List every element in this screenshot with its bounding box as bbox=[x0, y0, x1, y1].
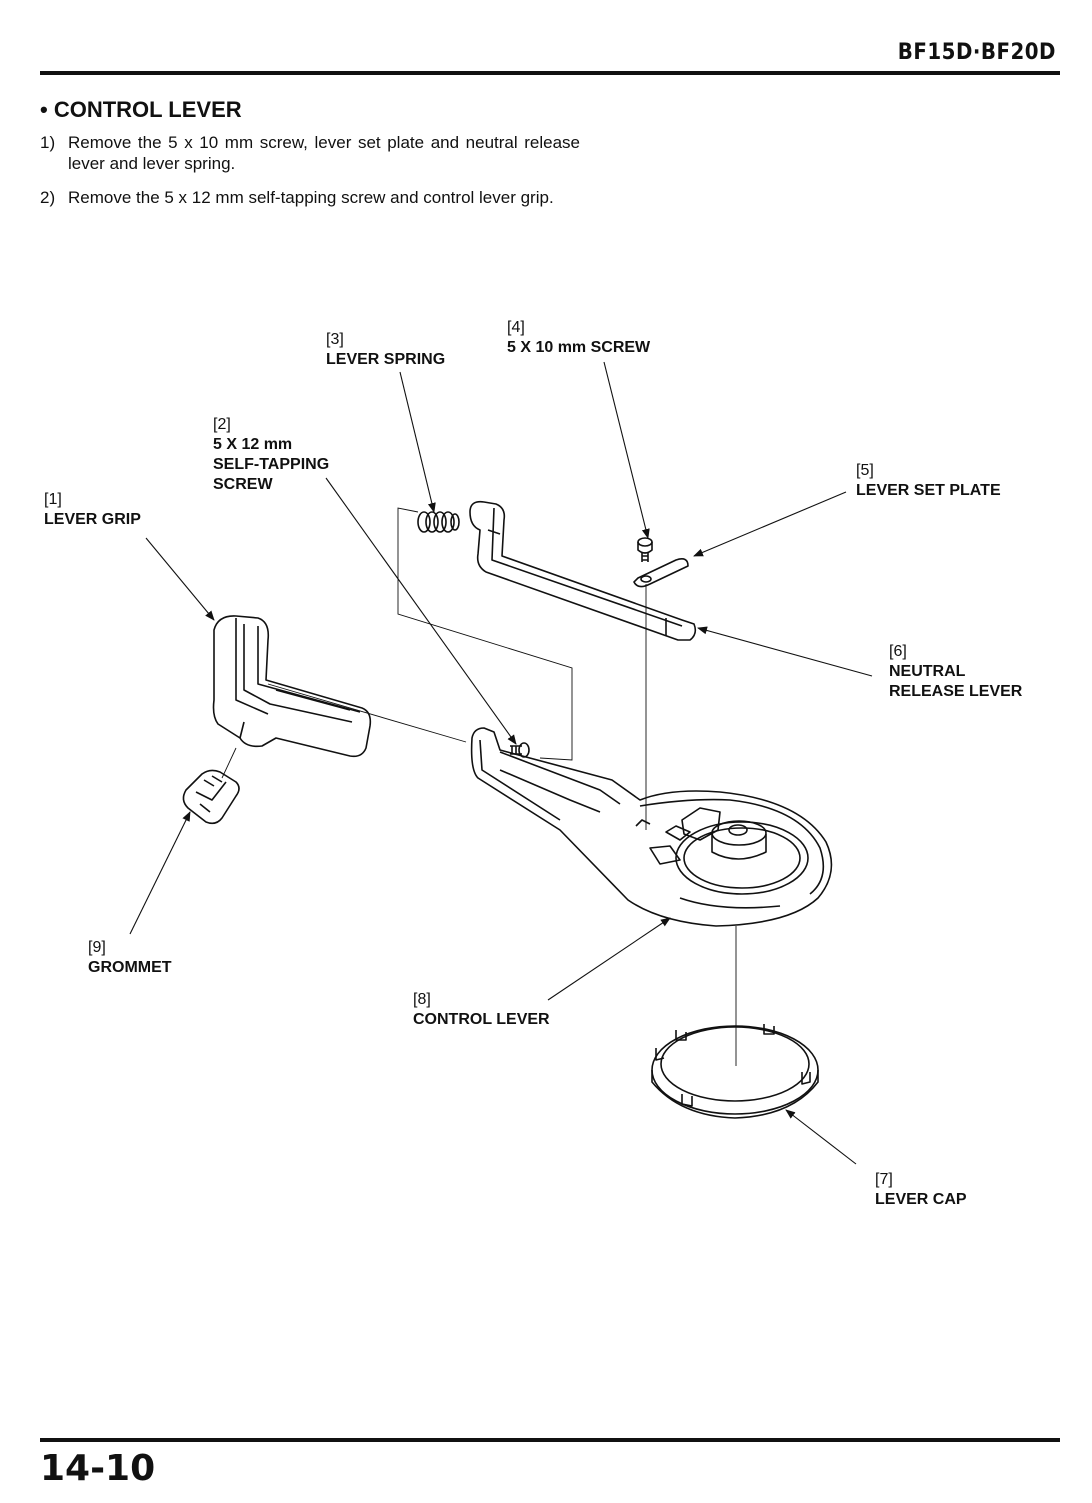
header-rule bbox=[40, 71, 1060, 75]
callout-self-tapping-screw: [2] 5 X 12 mm SELF-TAPPING SCREW bbox=[213, 415, 329, 495]
callout-grommet: [9] GROMMET bbox=[88, 938, 172, 978]
callout-name: LEVER SET PLATE bbox=[856, 482, 1001, 499]
page-number: 14-10 bbox=[40, 1448, 156, 1489]
step-text: Remove the 5 x 12 mm self-tapping screw … bbox=[68, 188, 554, 207]
callout-5x10-screw: [4] 5 X 10 mm SCREW bbox=[507, 318, 650, 358]
callout-name: NEUTRAL RELEASE LEVER bbox=[889, 663, 1023, 700]
callout-index: [8] bbox=[413, 991, 431, 1008]
grommet-part bbox=[182, 769, 240, 825]
instruction-step: 2) Remove the 5 x 12 mm self-tapping scr… bbox=[40, 187, 580, 208]
step-text: Remove the 5 x 10 mm screw, lever set pl… bbox=[68, 133, 580, 173]
callout-index: [1] bbox=[44, 491, 62, 508]
callout-name: GROMMET bbox=[88, 959, 172, 976]
instruction-list: 1) Remove the 5 x 10 mm screw, lever set… bbox=[40, 132, 580, 221]
neutral-release-lever-part bbox=[469, 500, 697, 641]
callout-name: 5 X 12 mm SELF-TAPPING SCREW bbox=[213, 436, 330, 493]
footer-rule bbox=[40, 1438, 1060, 1442]
instruction-step: 1) Remove the 5 x 10 mm screw, lever set… bbox=[40, 132, 580, 174]
callout-index: [9] bbox=[88, 939, 106, 956]
control-lever-part bbox=[470, 727, 833, 927]
lever-grip-part bbox=[212, 615, 372, 758]
callout-index: [5] bbox=[856, 462, 874, 479]
lever-set-plate-part bbox=[633, 558, 689, 588]
callout-name: LEVER GRIP bbox=[44, 511, 141, 528]
callout-lever-set-plate: [5] LEVER SET PLATE bbox=[856, 461, 1001, 501]
lever-cap-part bbox=[651, 1024, 819, 1119]
callout-index: [7] bbox=[875, 1171, 893, 1188]
callout-neutral-release-lever: [6] NEUTRAL RELEASE LEVER bbox=[889, 642, 1022, 702]
lever-spring-part bbox=[417, 511, 460, 533]
section-title: • CONTROL LEVER bbox=[40, 97, 242, 122]
callout-index: [3] bbox=[326, 331, 344, 348]
callout-index: [4] bbox=[507, 319, 525, 336]
callout-lever-grip: [1] LEVER GRIP bbox=[44, 490, 141, 530]
callout-name: CONTROL LEVER bbox=[413, 1011, 550, 1028]
callout-lever-spring: [3] LEVER SPRING bbox=[326, 330, 445, 370]
callout-name: LEVER SPRING bbox=[326, 351, 446, 368]
callout-control-lever: [8] CONTROL LEVER bbox=[413, 990, 550, 1030]
step-number: 1) bbox=[40, 133, 56, 152]
callout-index: [6] bbox=[889, 643, 907, 660]
callout-name: 5 X 10 mm SCREW bbox=[507, 339, 651, 356]
model-header: BF15D·BF20D bbox=[897, 40, 1056, 65]
screw-5x10-part bbox=[637, 537, 653, 562]
callout-lever-cap: [7] LEVER CAP bbox=[875, 1170, 967, 1210]
callout-name: LEVER CAP bbox=[875, 1191, 967, 1208]
callout-index: [2] bbox=[213, 416, 231, 433]
step-number: 2) bbox=[40, 188, 56, 207]
